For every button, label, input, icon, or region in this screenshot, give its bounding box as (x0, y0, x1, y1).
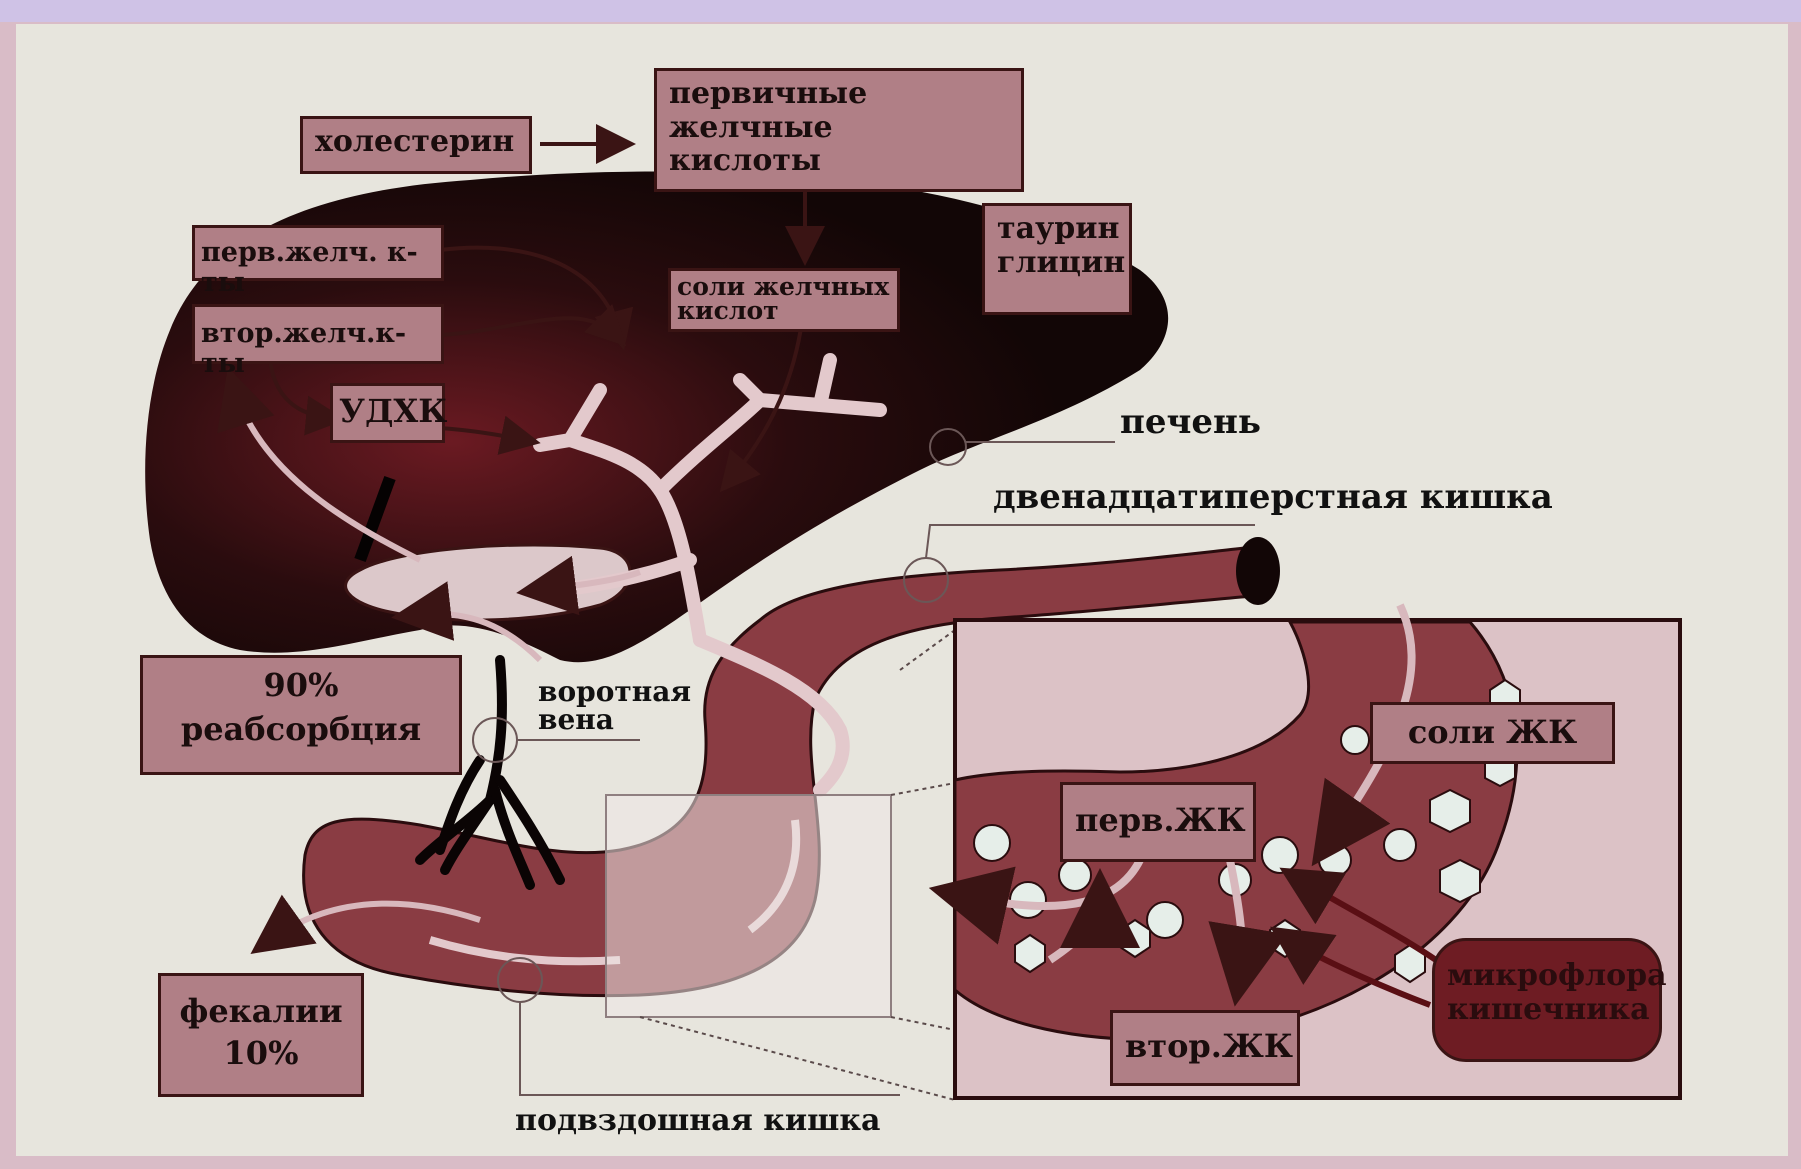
label-udca: УДХК (330, 383, 445, 443)
label-ileum: подвздошная кишка (515, 1103, 880, 1138)
label-bile-salts: соли желчных кислот (668, 268, 900, 332)
label-inset-primary: перв.ЖК (1060, 782, 1256, 862)
label-primary-bile-acids: первичные желчные кислоты (654, 68, 1024, 192)
duodenum-lumen (1236, 537, 1280, 605)
label-primary-bile-acids-short: перв.желч. к-ты (192, 225, 444, 281)
label-reabsorption: 90% реабсорбция (140, 655, 462, 775)
zoom-guide-bottom (891, 1017, 955, 1030)
label-inset-secondary: втор.ЖК (1110, 1010, 1300, 1086)
zoom-guide-bottom-left (640, 1017, 955, 1100)
label-microflora: микрофлора кишечника (1432, 938, 1662, 1062)
reabsorption-percent: 90% (155, 668, 447, 704)
label-portal-vein: воротная вена (538, 678, 708, 734)
reabsorption-text: реабсорбция (155, 712, 447, 748)
label-cholesterol: холестерин (300, 116, 532, 174)
label-duodenum: двенадцатиперстная кишка (993, 477, 1553, 517)
label-feces: фекалии 10% (158, 973, 364, 1097)
zoom-guide-top (891, 783, 955, 795)
feces-text: фекалии (173, 994, 349, 1030)
label-taurine-glycine: таурин глицин (982, 203, 1132, 315)
label-secondary-bile-acids-short: втор.желч.к-ты (192, 304, 444, 364)
label-inset-bile-salts: соли ЖК (1370, 702, 1615, 764)
feces-percent: 10% (173, 1036, 349, 1072)
zoom-guide-mid (900, 630, 955, 670)
zoom-region (606, 795, 891, 1017)
label-liver: печень (1120, 402, 1261, 442)
